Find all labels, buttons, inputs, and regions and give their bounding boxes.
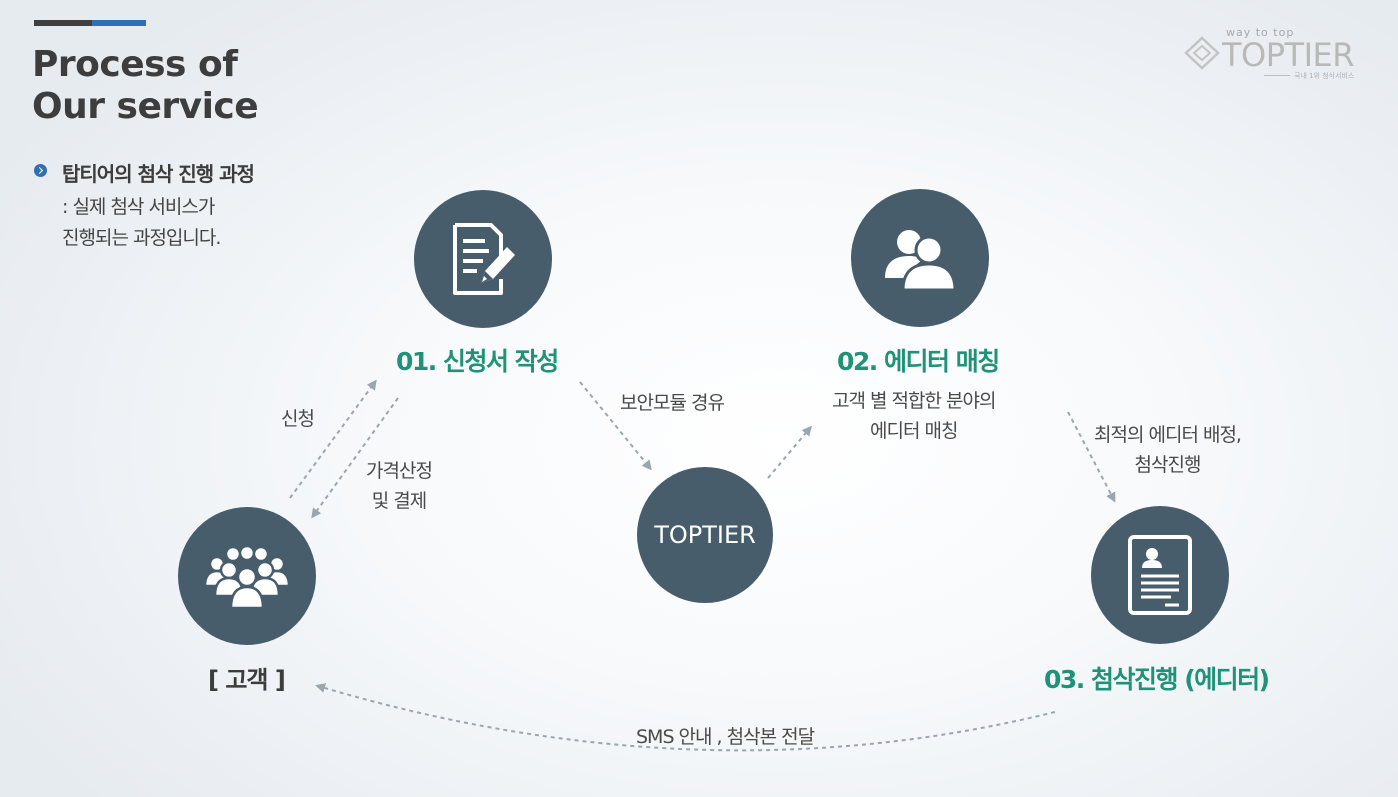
hub-brand: TOPTIER [654, 521, 756, 549]
arrow-sms [315, 683, 1056, 752]
page-title-line2: Our service [32, 86, 259, 127]
step3-label: 03. 첨삭진행 (에디터) [1044, 665, 1270, 694]
note-assign-line2: 첨삭진행 [1134, 454, 1202, 476]
header-bar-dark [34, 20, 92, 26]
step1-circle [414, 190, 552, 328]
logo-brand: TOPTIER [1222, 36, 1354, 74]
note-sms: SMS 안내 , 첨삭본 전달 [636, 726, 815, 748]
arrow-match [767, 425, 812, 479]
intro-desc-line2: 진행되는 과정입니다. [62, 227, 221, 249]
step2-circle [851, 189, 989, 327]
diamond-logo-icon [1184, 36, 1220, 70]
customer-circle [178, 507, 316, 645]
note-payment-line1: 가격산정 [366, 460, 433, 482]
logo-tagline: way to top [1226, 26, 1295, 39]
note-assign-line1: 최적의 에디터 배정, [1094, 424, 1242, 446]
document-pen-icon [453, 223, 515, 295]
step2-label: 02. 에디터 매칭 [837, 347, 1000, 376]
intro-heading: 탑티어의 첨삭 진행 과정 [62, 162, 255, 186]
brand-logo: way to top TOPTIER 국내 1위 첨삭서비스 [1184, 24, 1374, 84]
note-apply: 신청 [281, 408, 315, 430]
bullet-icon [34, 164, 47, 177]
intro-description: : 실제 첨삭 서비스가 진행되는 과정입니다. [62, 192, 221, 254]
intro-desc-line1: : 실제 첨삭 서비스가 [62, 196, 215, 218]
arrow-assign [1067, 411, 1116, 503]
page-title-line1: Process of [32, 44, 238, 85]
header-bar-accent [92, 20, 146, 26]
profile-document-icon [1128, 535, 1192, 615]
hub-circle: TOPTIER [637, 467, 773, 603]
note-assign: 최적의 에디터 배정, 첨삭진행 [1094, 420, 1242, 480]
people-icon [885, 230, 957, 290]
note-payment-line2: 및 결제 [371, 490, 427, 512]
arrow-security [579, 381, 652, 471]
logo-sub: 국내 1위 첨삭서비스 [1294, 72, 1355, 80]
note-security: 보안모듈 경유 [620, 392, 725, 414]
customer-label: [ 고객 ] [208, 666, 286, 694]
step3-circle [1091, 506, 1229, 644]
arrow-payment [311, 397, 399, 519]
logo-underline [1264, 75, 1290, 76]
note-match-line2: 에디터 매칭 [870, 420, 958, 442]
step1-label: 01. 신청서 작성 [396, 347, 559, 376]
note-payment: 가격산정 및 결제 [366, 456, 433, 516]
arrow-apply [289, 379, 377, 499]
note-match: 고객 별 적합한 분야의 에디터 매칭 [832, 386, 996, 446]
page-title: Process of Our service [32, 44, 259, 128]
group-icon [203, 544, 291, 608]
note-match-line1: 고객 별 적합한 분야의 [832, 390, 996, 412]
